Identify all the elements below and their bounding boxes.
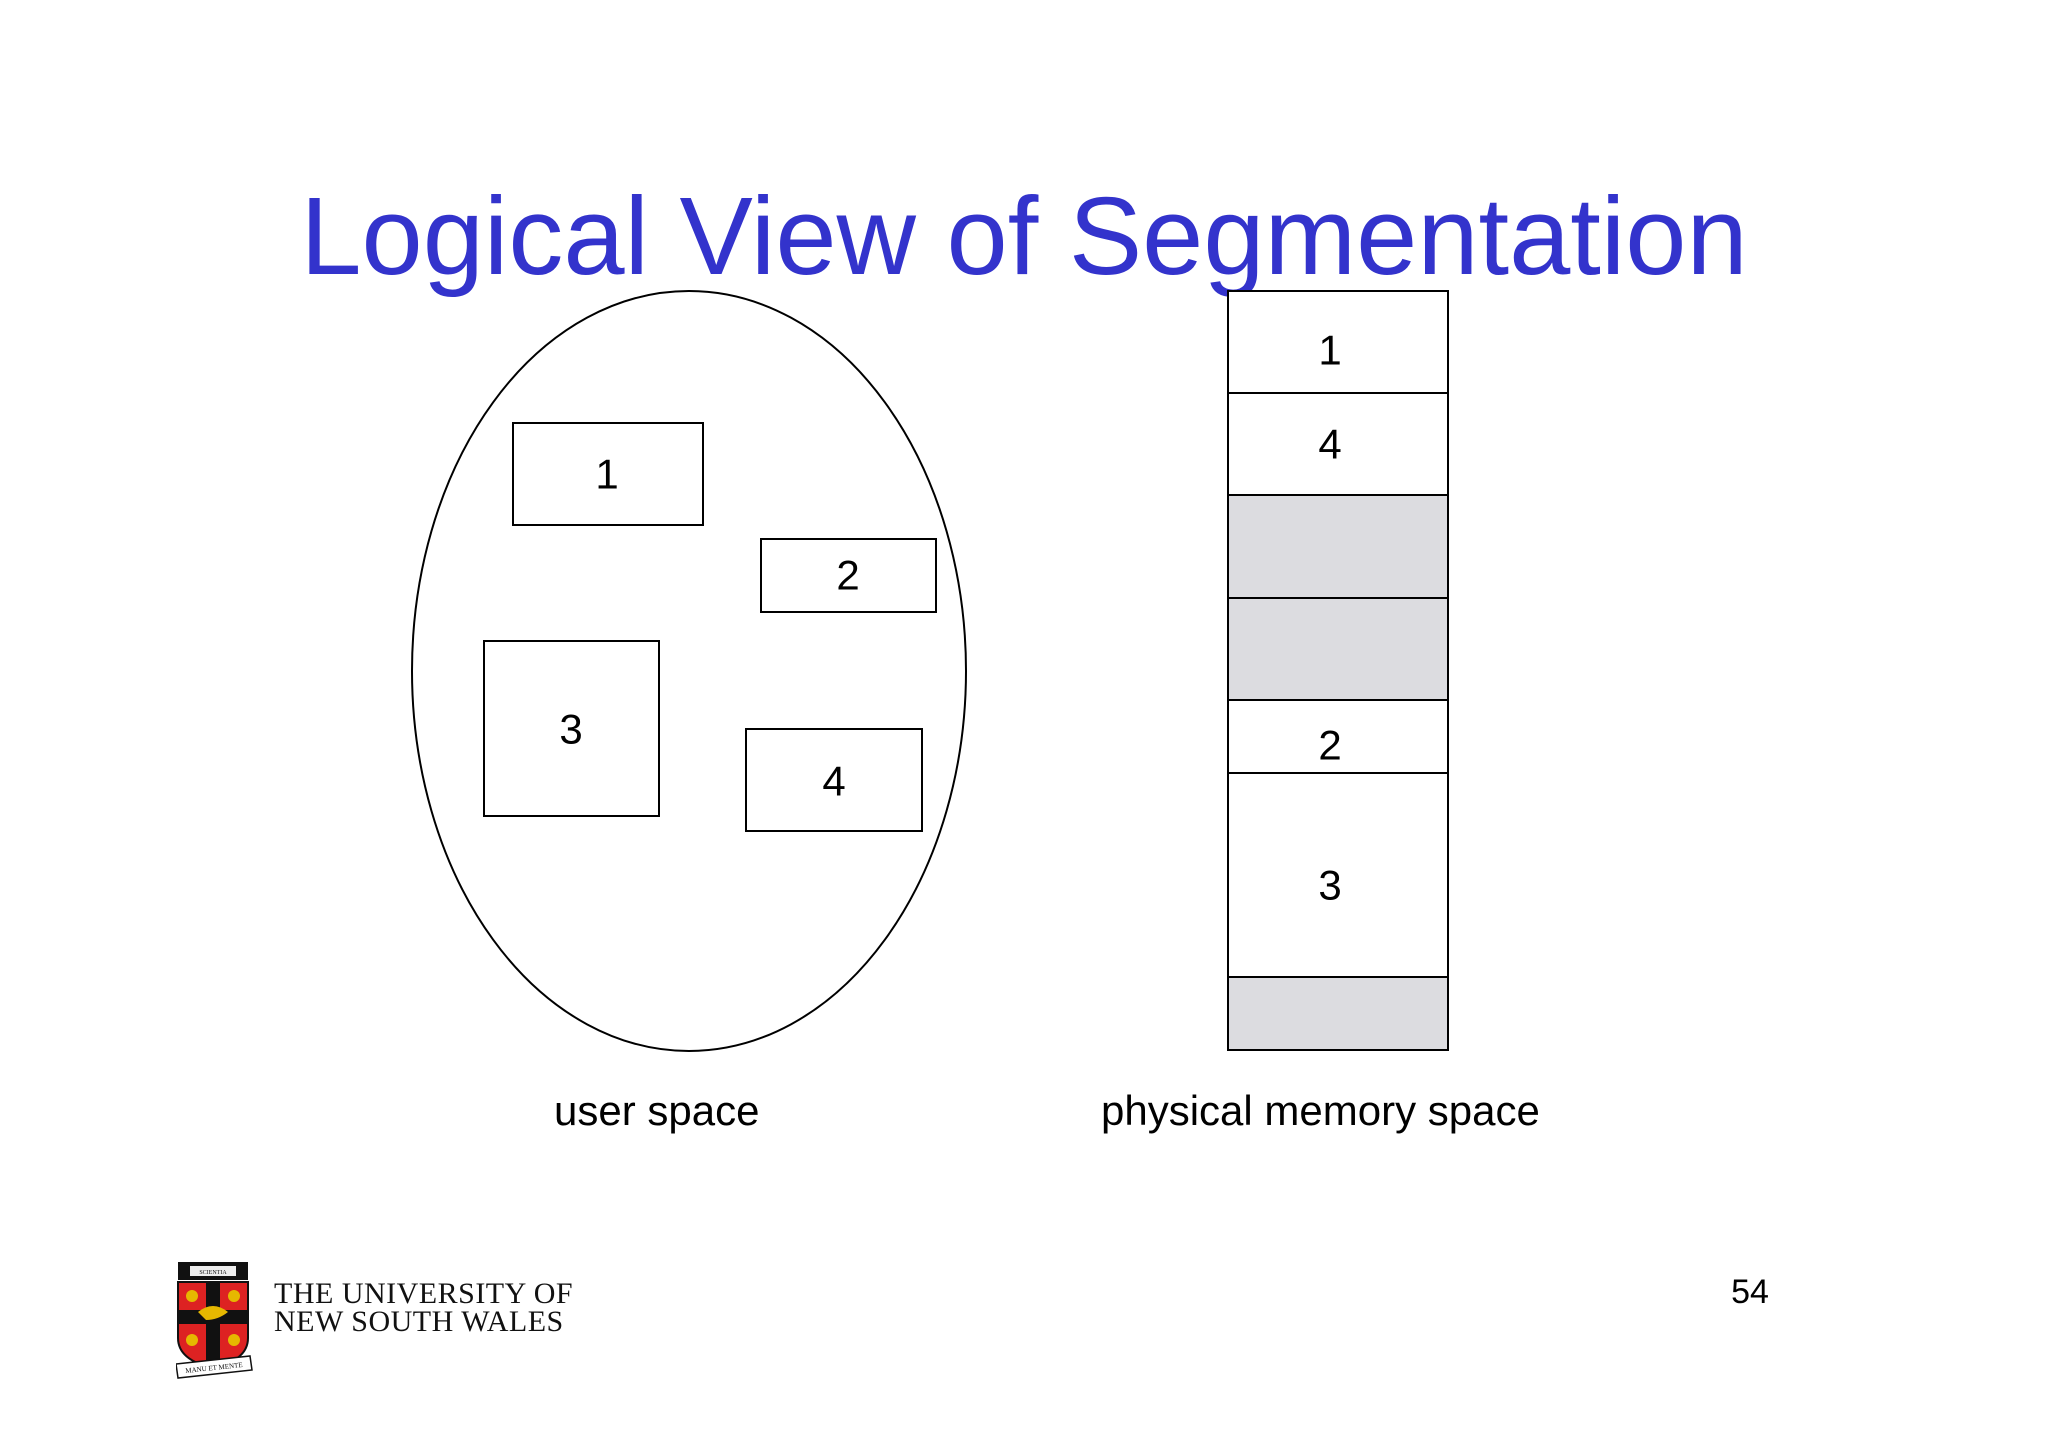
- memory-free-block-2: [1227, 597, 1449, 701]
- crest-motto: SCIENTIA: [199, 1270, 227, 1276]
- slide-title: Logical View of Segmentation: [300, 175, 1748, 298]
- unsw-crest-logo: SCIENTIA MANU ET MENTE: [176, 1262, 253, 1379]
- user-segment-2-box: [760, 538, 937, 613]
- user-segment-2-label: 2: [836, 552, 859, 599]
- university-name-line2: NEW SOUTH WALES: [274, 1305, 564, 1338]
- page-number: 54: [1731, 1273, 1769, 1311]
- user-space-ellipse: [411, 290, 967, 1052]
- memory-free-block-1: [1227, 494, 1449, 599]
- physical-memory: 1 4 2 3: [1227, 290, 1449, 1051]
- memory-block-1-label: 1: [1318, 327, 1341, 374]
- user-segment-4-label: 4: [822, 758, 845, 805]
- memory-block-4-label: 4: [1318, 421, 1341, 468]
- memory-block-2-label: 2: [1318, 722, 1341, 769]
- user-segment-1-label: 1: [595, 451, 618, 498]
- user-segment-3-label: 3: [559, 706, 582, 753]
- user-segment-3-box: [483, 640, 660, 817]
- user-segment-1-box: [512, 422, 704, 526]
- memory-block-2: [1227, 699, 1449, 774]
- university-name: THE UNIVERSITY OF NEW SOUTH WALES: [274, 1277, 574, 1338]
- user-segment-4-box: [745, 728, 923, 832]
- user-space: 1 2 3 4: [411, 290, 967, 1052]
- physical-memory-caption: physical memory space: [1101, 1087, 1540, 1134]
- memory-block-3-label: 3: [1318, 862, 1341, 909]
- user-space-caption: user space: [554, 1087, 760, 1134]
- university-name-line1: THE UNIVERSITY OF: [274, 1277, 574, 1310]
- memory-free-block-3: [1227, 976, 1449, 1051]
- memory-block-1: [1227, 290, 1449, 394]
